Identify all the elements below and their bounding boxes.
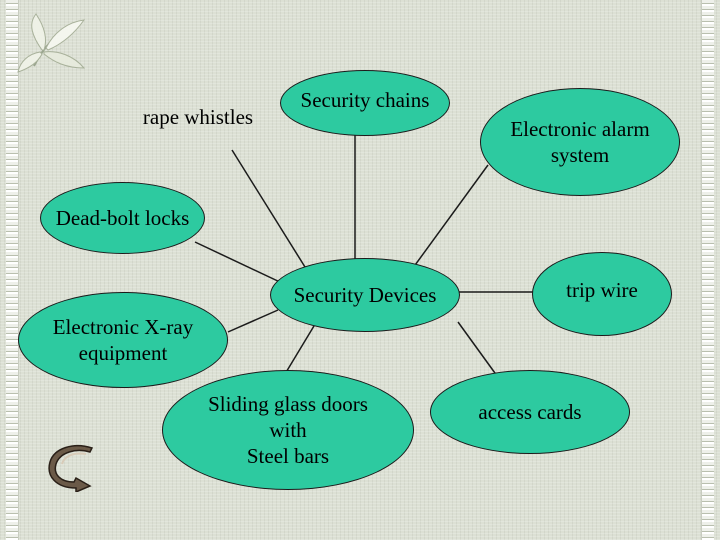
left-border-strip xyxy=(6,0,19,540)
deadbolt-locks-label: Dead-bolt locks xyxy=(55,205,190,230)
access-cards-node: access cards xyxy=(430,370,630,454)
connector-xray xyxy=(227,309,279,333)
sliding-doors-label: Sliding glass doors with Steel bars xyxy=(208,391,368,469)
security-chains-label: Security chains xyxy=(300,88,430,112)
security-devices-label: Security Devices xyxy=(293,282,437,307)
security-devices-node: Security Devices xyxy=(270,258,460,332)
electronic-alarm-node: Electronic alarm system xyxy=(480,88,680,196)
trip-wire-node: trip wire xyxy=(532,252,672,336)
deadbolt-locks-node: Dead-bolt locks xyxy=(40,182,205,254)
lily-flower-icon xyxy=(17,13,86,73)
connector-electronic-alarm xyxy=(409,164,489,273)
back-arrow-icon[interactable] xyxy=(46,444,100,492)
xray-label: Electronic X-ray equipment xyxy=(52,314,194,365)
electronic-alarm-label: Electronic alarm system xyxy=(510,116,650,167)
access-cards-label: access cards xyxy=(478,399,582,424)
trip-wire-label: trip wire xyxy=(566,278,638,302)
rape-whistles-label: rape whistles xyxy=(142,105,254,129)
xray-node: Electronic X-ray equipment xyxy=(18,292,228,388)
connector-deadbolt-locks xyxy=(194,241,283,284)
right-border-strip xyxy=(701,0,714,540)
connector-rape-whistles xyxy=(231,149,311,276)
sliding-doors-node: Sliding glass doors with Steel bars xyxy=(162,370,414,490)
security-chains-node: Security chains xyxy=(280,70,450,136)
connector-access-cards xyxy=(457,321,501,381)
